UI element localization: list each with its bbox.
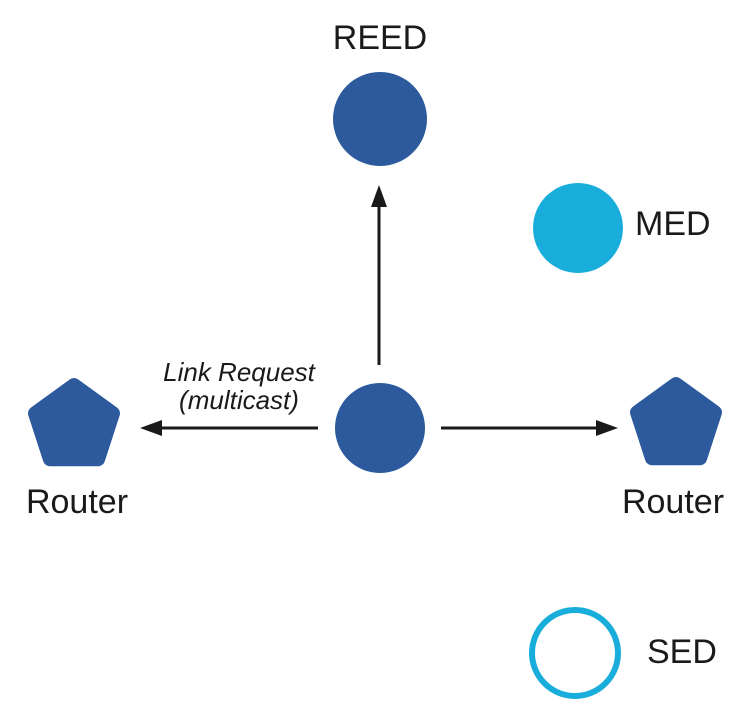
router-right-label: Router: [621, 483, 725, 521]
arrow-center-to-reed: [371, 185, 387, 365]
sed-node: [529, 607, 621, 699]
med-node: [533, 183, 623, 273]
med-label: MED: [635, 205, 711, 243]
link-request-annotation-line2: (multicast): [179, 385, 299, 415]
reed-label: REED: [332, 19, 428, 57]
router-right-node: [630, 377, 722, 466]
router-left-node: [28, 378, 120, 467]
arrow-center-to-router-left: [140, 420, 318, 436]
reed-node: [333, 72, 427, 166]
link-request-annotation-line1: Link Request: [163, 357, 315, 387]
link-request-annotation: Link Request (multicast): [163, 358, 315, 414]
router-left-label: Router: [25, 483, 129, 521]
center-node: [335, 383, 425, 473]
sed-label: SED: [647, 633, 717, 671]
arrow-center-to-router-right: [441, 420, 618, 436]
